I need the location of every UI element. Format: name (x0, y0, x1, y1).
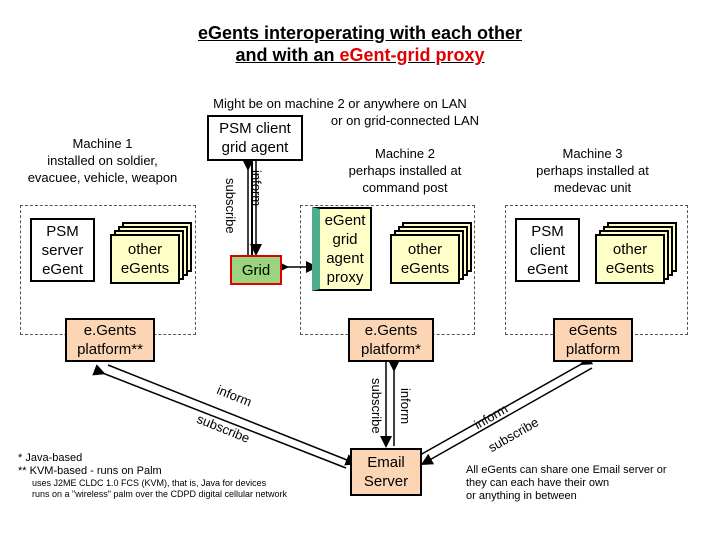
proxy-line: grid (332, 231, 358, 248)
machine2-other-line: other (407, 241, 443, 258)
machine2-label: Machine 2 perhaps installed at command p… (330, 145, 480, 196)
machine2-platform-box[interactable]: e.Gents platform* (348, 318, 434, 362)
footnote-kvm-detail-1: uses J2ME CLDC 1.0 FCS (KVM), that is, J… (32, 478, 267, 488)
psm-server-line: PSM (46, 222, 79, 240)
machine1-other-line: other (127, 241, 163, 258)
machine1-platform-line: e.Gents (83, 322, 137, 339)
machine2-platform-line: e.Gents (364, 322, 418, 339)
grid-box[interactable]: Grid (230, 255, 282, 285)
machine2-platform-line: platform* (360, 341, 422, 358)
egent-grid-agent-proxy-box[interactable]: eGent grid agent proxy (312, 207, 372, 291)
machine2-other-line: eGents (400, 260, 450, 277)
machine3-other-line: other (612, 241, 648, 258)
machine2-inform-label: inform (398, 388, 413, 425)
proxy-line: agent (326, 250, 364, 267)
title-line-2-highlight: eGent-grid proxy (339, 45, 485, 65)
machine1-platform-line: platform** (77, 341, 143, 358)
proxy-line: eGent (324, 212, 366, 229)
title-line-2: and with an eGent-grid proxy (0, 44, 720, 66)
machine1-other-egents-stack[interactable]: other eGents (110, 222, 192, 284)
machine1-label: Machine 1 installed on soldier, evacuee,… (10, 135, 195, 186)
footnote-java: * Java-based (18, 452, 83, 464)
machine1-label-line: evacuee, vehicle, weapon (27, 170, 178, 185)
machine2-other-egents-box: other eGents (390, 234, 460, 284)
footnotes: * Java-based ** KVM-based - runs on Palm… (18, 452, 348, 500)
title-line-1: eGents interoperating with each other (197, 23, 523, 43)
machine2-other-egents-stack[interactable]: other eGents (390, 222, 472, 284)
machine3-platform-box[interactable]: eGents platform (553, 318, 633, 362)
psm-client-grid-agent-line: PSM client (219, 120, 291, 137)
machine3-platform-line: eGents (568, 322, 618, 339)
email-note-line: or anything in between (466, 490, 577, 502)
email-note-line: All eGents can share one Email server or (466, 464, 667, 476)
machine3-label-line: perhaps installed at (536, 163, 649, 178)
machine3-other-line: eGents (605, 260, 655, 277)
email-server-box[interactable]: Email Server (350, 448, 422, 496)
psm-client-grid-agent-line: grid agent (221, 139, 289, 156)
grid-agent-subscribe-label: subscribe (223, 178, 238, 234)
machine1-other-line: eGents (120, 260, 170, 277)
machine3-label-line: Machine 3 (562, 146, 623, 161)
machine3-email-arrow-b (420, 367, 593, 465)
email-note: All eGents can share one Email server or… (466, 464, 716, 503)
email-server-line: Server (363, 473, 409, 490)
psm-client-grid-agent-box[interactable]: PSM client grid agent (207, 115, 303, 161)
lan-note: Might be on machine 2 or anywhere on LAN… (180, 95, 500, 129)
machine1-label-line: Machine 1 (72, 136, 133, 151)
machine3-other-egents-box: other eGents (595, 234, 665, 284)
proxy-line: proxy (326, 269, 364, 286)
email-note-line: they can each have their own (466, 477, 610, 489)
machine1-email-arrow-b (92, 364, 347, 469)
machine2-label-line: Machine 2 (375, 146, 435, 161)
machine1-label-line: installed on soldier, (47, 153, 158, 168)
machine3-platform-line: platform (565, 341, 621, 358)
psm-client-egent-box[interactable]: PSM client eGent (515, 218, 580, 282)
machine2-label-line: command post (362, 180, 448, 195)
machine1-platform-box[interactable]: e.Gents platform** (65, 318, 155, 362)
machine3-label-line: medevac unit (553, 180, 632, 195)
machine3-email-arrow-a (419, 353, 594, 456)
footnote-kvm: ** KVM-based - runs on Palm (18, 465, 162, 477)
grid-agent-inform-label: inform (249, 170, 264, 207)
machine1-email-arrow-a (107, 364, 358, 466)
psm-server-egent-box[interactable]: PSM server eGent (30, 218, 95, 282)
lan-note-line-2: or on grid-connected LAN (330, 113, 480, 128)
psm-server-line: eGent (42, 260, 83, 278)
machine1-other-egents-box: other eGents (110, 234, 180, 284)
machine2-label-line: perhaps installed at (348, 163, 462, 178)
diagram-title: eGents interoperating with each other an… (0, 22, 720, 66)
title-line-2-prefix: and with an (235, 45, 340, 65)
machine3-other-egents-stack[interactable]: other eGents (595, 222, 677, 284)
lan-note-line-1: Might be on machine 2 or anywhere on LAN (213, 96, 467, 111)
machine3-label: Machine 3 perhaps installed at medevac u… (515, 145, 670, 196)
psm-client-line: client (529, 241, 566, 259)
psm-client-line: eGent (527, 260, 568, 278)
footnote-kvm-detail-2: runs on a "wireless" palm over the CDPD … (32, 489, 287, 499)
machine2-subscribe-label: subscribe (369, 378, 384, 434)
psm-client-line: PSM (531, 222, 564, 240)
psm-server-line: server (41, 241, 84, 259)
email-server-line: Email (367, 454, 405, 471)
